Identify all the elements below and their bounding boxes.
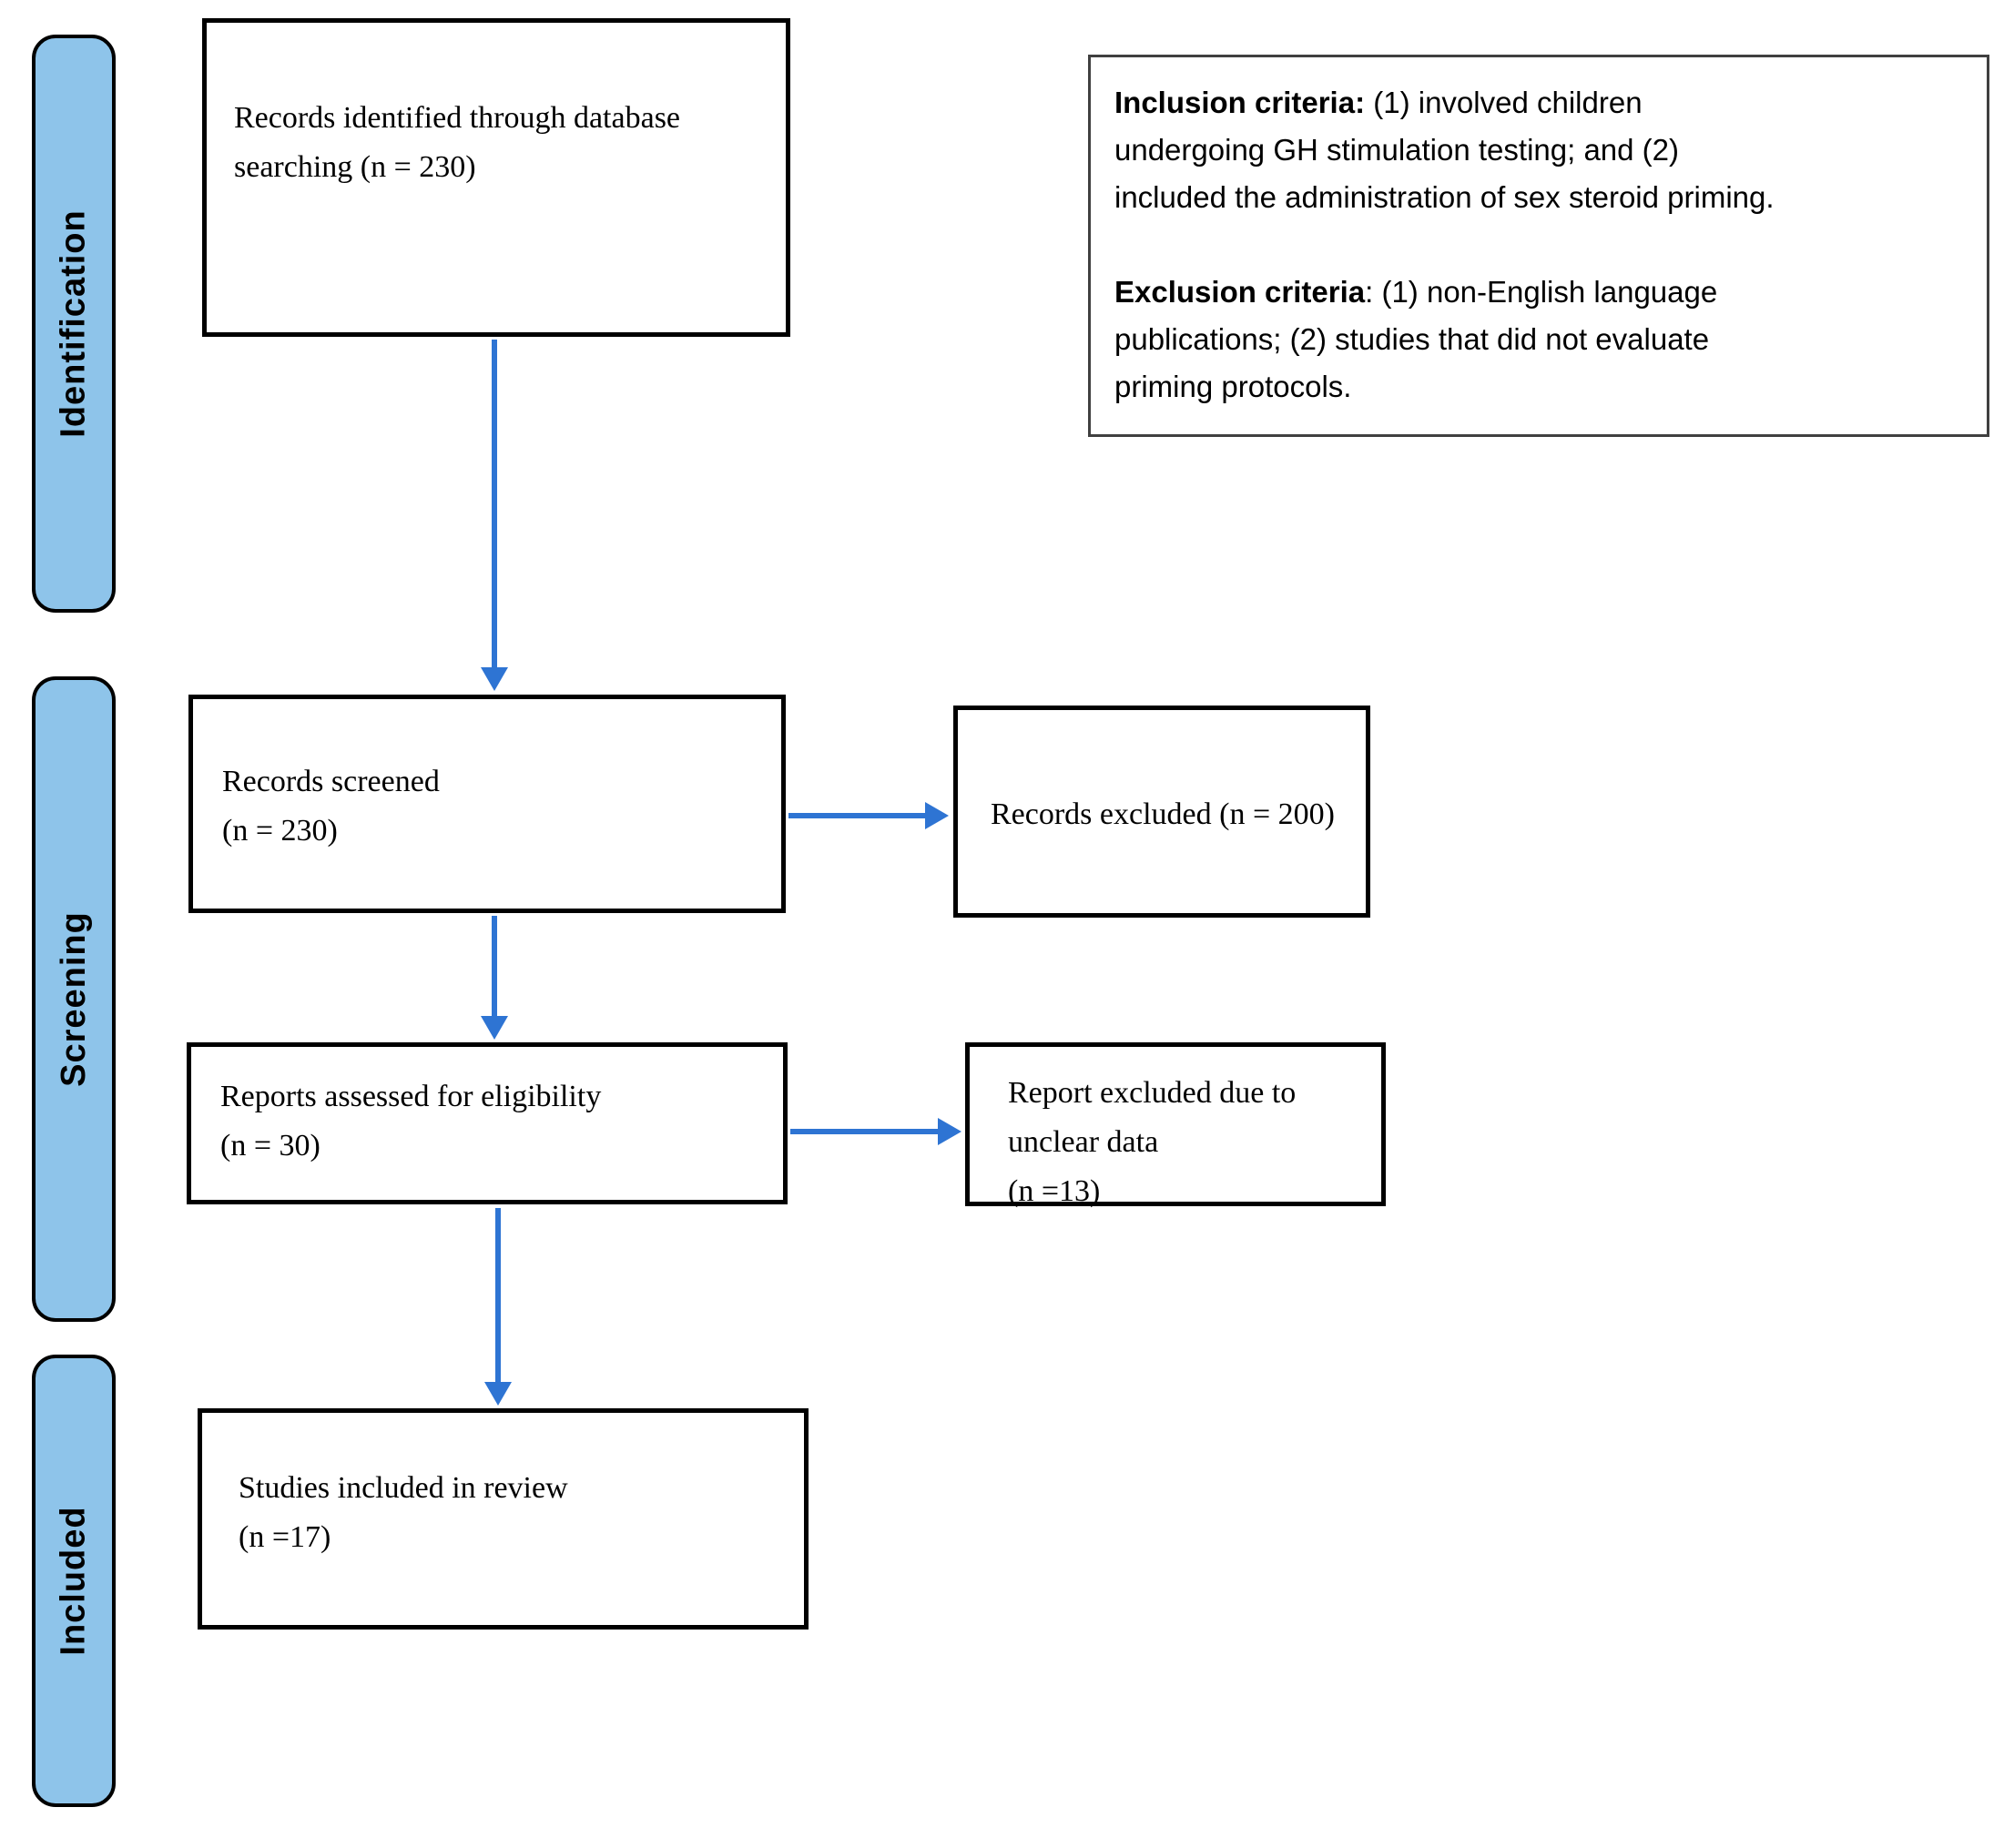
arrow-assessed-to-included-head bbox=[484, 1382, 512, 1406]
exclusion-criteria-line2: publications; (2) studies that did not e… bbox=[1114, 322, 1710, 356]
exclusion-criteria-label: Exclusion criteria bbox=[1114, 275, 1366, 309]
arrow-screened-to-assessed-shaft bbox=[492, 916, 497, 1018]
exclusion-criteria: Exclusion criteria: (1) non-English lang… bbox=[1114, 269, 1968, 411]
box-report-excluded-line1: Report excluded due to unclear data bbox=[1008, 1076, 1297, 1159]
box-records-screened-line1: Records screened bbox=[222, 765, 440, 798]
stage-pill-screening: Screening bbox=[32, 676, 116, 1322]
stage-pill-included: Included bbox=[32, 1355, 116, 1807]
box-report-excluded-line2: (n =13) bbox=[1008, 1174, 1101, 1208]
stage-label-included: Included bbox=[54, 1506, 93, 1656]
arrow-identified-to-screened-shaft bbox=[492, 340, 497, 669]
box-reports-assessed: Reports assessed for eligibility (n = 30… bbox=[187, 1042, 788, 1204]
box-reports-assessed-line1: Reports assessed for eligibility bbox=[220, 1080, 602, 1113]
exclusion-criteria-line3: priming protocols. bbox=[1114, 370, 1352, 403]
inclusion-criteria-line2: undergoing GH stimulation testing; and (… bbox=[1114, 133, 1680, 167]
box-records-excluded-line1: Records excluded (n = 200) bbox=[991, 797, 1335, 831]
box-records-excluded: Records excluded (n = 200) bbox=[953, 706, 1370, 918]
inclusion-criteria-line3: included the administration of sex stero… bbox=[1114, 180, 1775, 214]
inclusion-criteria-label: Inclusion criteria: bbox=[1114, 86, 1366, 119]
arrow-assessed-to-report-excluded-shaft bbox=[790, 1129, 940, 1134]
inclusion-criteria-line1-body: (1) involved children bbox=[1365, 86, 1643, 119]
stage-label-identification: Identification bbox=[54, 209, 93, 438]
arrow-assessed-to-included-shaft bbox=[495, 1208, 501, 1384]
box-studies-included-line2: (n =17) bbox=[239, 1520, 331, 1554]
box-studies-included-line1: Studies included in review bbox=[239, 1471, 568, 1505]
stage-label-screening: Screening bbox=[54, 911, 93, 1087]
arrow-assessed-to-report-excluded-head bbox=[938, 1118, 961, 1145]
exclusion-criteria-line1-body: : (1) non-English language bbox=[1365, 275, 1718, 309]
exclusion-criteria-line1: Exclusion criteria: (1) non-English lang… bbox=[1114, 269, 1968, 316]
box-studies-included: Studies included in review (n =17) bbox=[198, 1408, 809, 1630]
box-records-screened: Records screened (n = 230) bbox=[188, 695, 786, 913]
arrow-screened-to-excluded-head bbox=[925, 802, 949, 829]
box-report-excluded: Report excluded due to unclear data (n =… bbox=[965, 1042, 1386, 1208]
arrow-screened-to-excluded-shaft bbox=[788, 813, 927, 818]
box-records-identified-line1: Records identified through database bbox=[234, 101, 681, 135]
inclusion-criteria: Inclusion criteria: (1) involved childre… bbox=[1114, 79, 1968, 221]
arrow-identified-to-screened-head bbox=[481, 667, 508, 691]
stage-pill-identification: Identification bbox=[32, 35, 116, 613]
box-records-identified-line2: searching (n = 230) bbox=[234, 150, 476, 184]
box-reports-assessed-line2: (n = 30) bbox=[220, 1129, 320, 1163]
box-records-identified: Records identified through database sear… bbox=[202, 18, 790, 337]
box-records-screened-line2: (n = 230) bbox=[222, 814, 338, 848]
arrow-screened-to-assessed-head bbox=[481, 1016, 508, 1040]
criteria-box: Inclusion criteria: (1) involved childre… bbox=[1088, 55, 1989, 437]
inclusion-criteria-line1: Inclusion criteria: (1) involved childre… bbox=[1114, 79, 1968, 127]
